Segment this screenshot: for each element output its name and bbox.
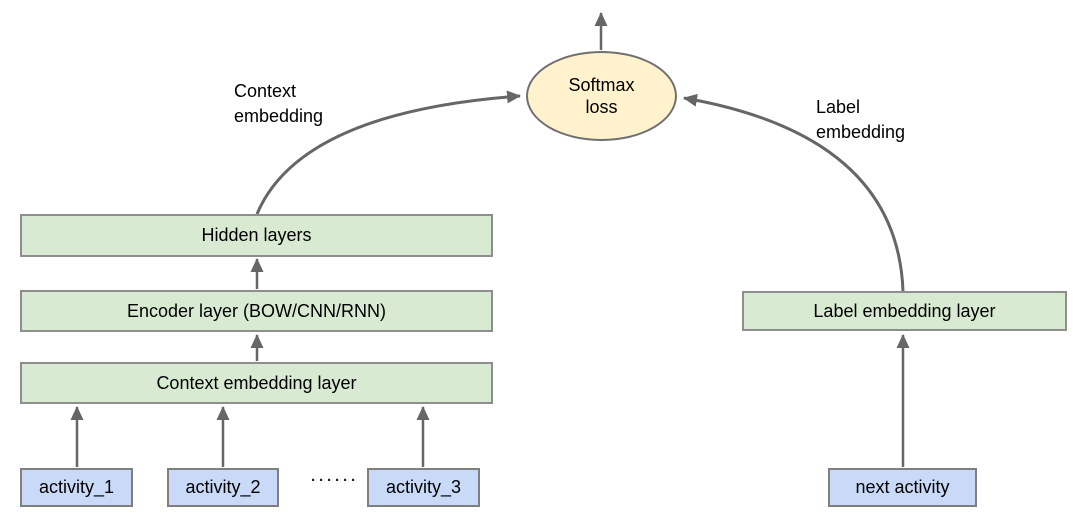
label-context-embedding: Context embedding (234, 81, 324, 126)
ellipsis-between-activities: ······ (311, 472, 359, 489)
node-activity-1: activity_1 (20, 468, 133, 507)
node-softmax-loss: Softmax loss (526, 51, 677, 141)
node-hidden-layers: Hidden layers (20, 214, 493, 257)
node-activity-2: activity_2 (167, 468, 279, 507)
node-encoder-layer: Encoder layer (BOW/CNN/RNN) (20, 290, 493, 332)
node-next-activity: next activity (828, 468, 977, 507)
node-activity-3: activity_3 (367, 468, 480, 507)
label-label-embedding: Label embedding (816, 97, 906, 142)
node-label-embedding-layer: Label embedding layer (742, 291, 1067, 331)
node-context-embedding-layer: Context embedding layer (20, 362, 493, 404)
